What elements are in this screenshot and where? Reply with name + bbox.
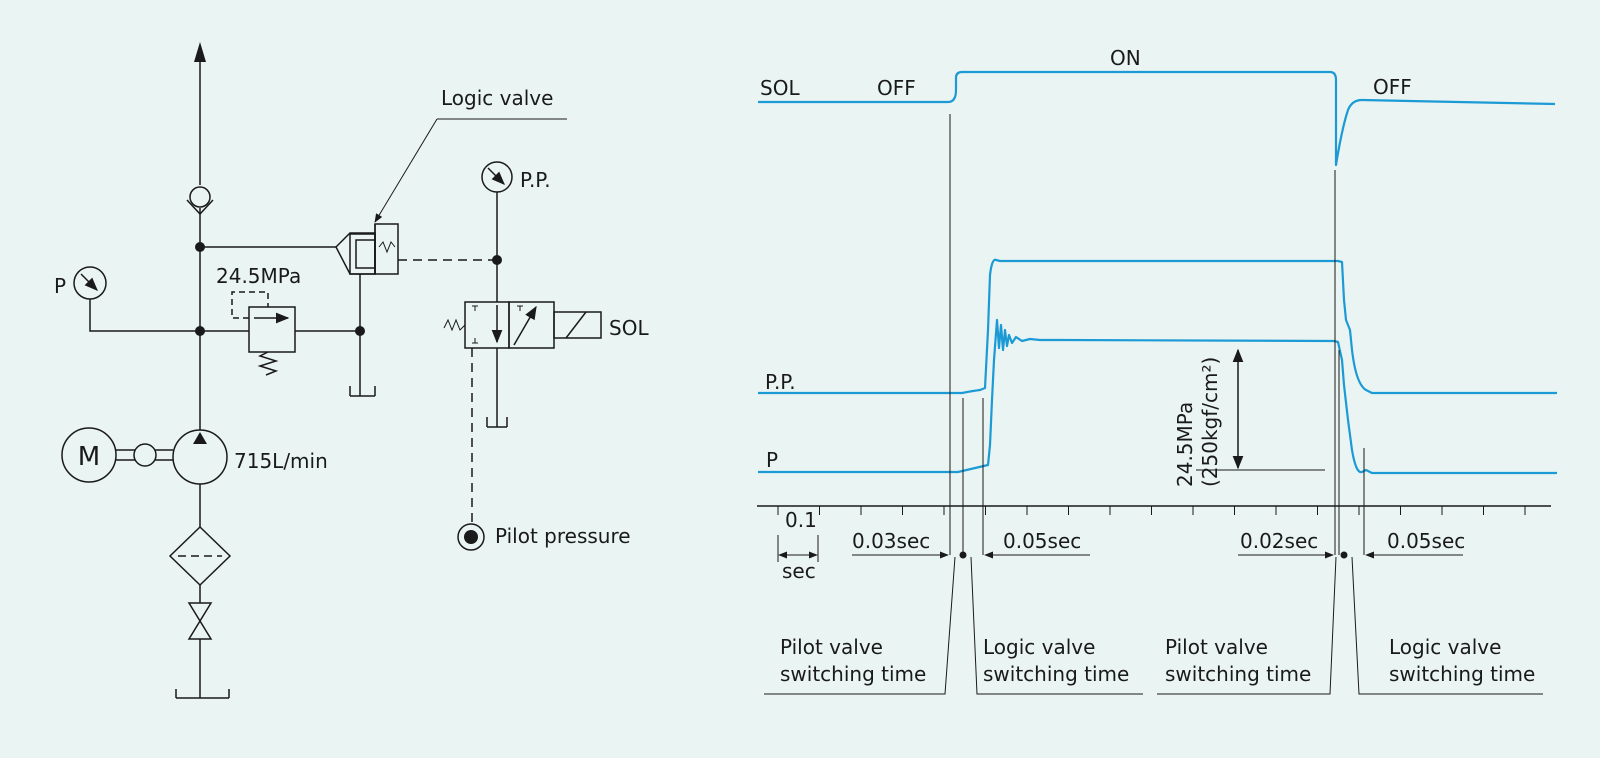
svg-text:Logic valve: Logic valve	[983, 635, 1095, 659]
solenoid-pilot-valve: SOL	[443, 260, 649, 524]
svg-text:Logic valve: Logic valve	[1389, 635, 1501, 659]
pilot-pressure-gauge: P.P.	[481, 161, 551, 260]
pilot-pressure-label: Pilot pressure	[495, 524, 631, 548]
svg-text:switching time: switching time	[780, 662, 926, 686]
pilot-gauge-label: P.P.	[520, 168, 551, 192]
pilot-pressure-trace	[758, 258, 1557, 395]
annotation-pilot-valve: Pilot valve switching time	[1165, 635, 1311, 686]
svg-text:switching time: switching time	[983, 662, 1129, 686]
svg-text:Pilot valve: Pilot valve	[780, 635, 883, 659]
time-scale-marker: 0.1 sec	[777, 508, 819, 583]
sol-state-off: OFF	[1373, 75, 1412, 99]
interval-label: 0.03sec	[852, 529, 930, 553]
timing-chart: SOL OFF ON OFF P.P. P 24.5MPa (250kgf/cm…	[757, 46, 1557, 695]
pump-flow-label: 715L/min	[234, 449, 328, 473]
shutoff-valve-symbol	[187, 602, 213, 698]
tank-symbol	[349, 331, 376, 397]
logic-valve-label: Logic valve	[441, 86, 553, 110]
tank-symbol	[175, 689, 230, 699]
switching-interval-2: 0.02sec 0.05sec	[1157, 529, 1543, 695]
logic-valve-symbol	[335, 223, 399, 331]
pressure-dimension: 24.5MPa (250kgf/cm²)	[1173, 348, 1325, 487]
annotation-logic-valve: Logic valve switching time	[983, 635, 1129, 686]
relief-valve-symbol: 24.5MPa	[200, 264, 360, 376]
annotation-logic-valve: Logic valve switching time	[1389, 635, 1535, 686]
pilot-pressure-source: Pilot pressure	[457, 523, 631, 551]
svg-text:switching time: switching time	[1165, 662, 1311, 686]
sol-label: SOL	[760, 76, 800, 100]
solenoid-label: SOL	[609, 316, 649, 340]
scale-value: 0.1	[785, 508, 817, 532]
relief-setting-label: 24.5MPa	[216, 264, 301, 288]
main-pressure-line	[194, 42, 206, 430]
interval-label: 0.02sec	[1240, 529, 1318, 553]
interval-label: 0.05sec	[1003, 529, 1081, 553]
pressure-gauge: P	[54, 266, 200, 332]
motor-label: M	[78, 442, 100, 472]
p-trace-label: P	[766, 448, 778, 472]
coupling-symbol	[116, 443, 173, 467]
annotation-pilot-valve: Pilot valve switching time	[780, 635, 926, 686]
interval-label: 0.05sec	[1387, 529, 1465, 553]
sol-state-on: ON	[1110, 46, 1141, 70]
pressure-dim-unit: (250kgf/cm²)	[1198, 357, 1222, 487]
motor-symbol: M	[61, 427, 117, 483]
pump-symbol: 715L/min	[172, 429, 328, 527]
filter-symbol	[168, 525, 232, 603]
svg-text:Pilot valve: Pilot valve	[1165, 635, 1268, 659]
check-valve-symbol	[186, 186, 214, 216]
pressure-gauge-label: P	[54, 274, 66, 298]
scale-unit: sec	[782, 559, 816, 583]
event-lines	[949, 114, 1365, 555]
main-pressure-trace	[758, 318, 1557, 475]
switching-interval-1: 0.03sec 0.05sec	[764, 529, 1143, 695]
pp-trace-label: P.P.	[765, 370, 796, 394]
hydraulic-schematic: Logic valve P.P. 24.5MPa	[54, 42, 649, 699]
svg-text:switching time: switching time	[1389, 662, 1535, 686]
sol-signal-trace	[758, 70, 1556, 167]
time-axis	[757, 505, 1551, 515]
sol-state-off: OFF	[877, 76, 916, 100]
pressure-dim-value: 24.5MPa	[1173, 402, 1197, 487]
